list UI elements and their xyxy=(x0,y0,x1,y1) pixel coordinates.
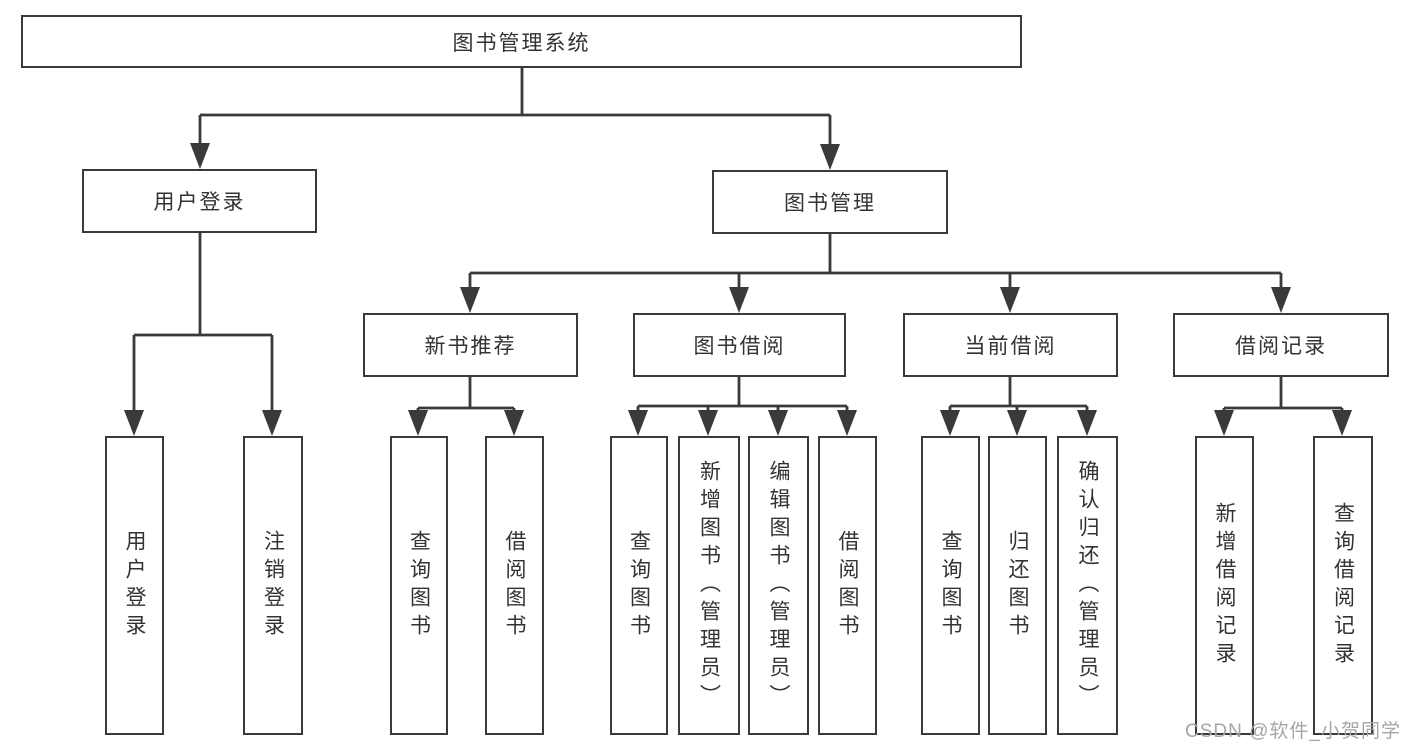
leaf-borrow-books-recommend: 借阅图书 xyxy=(485,436,544,735)
node-label: 查询借阅记录 xyxy=(1331,501,1355,670)
node-label: 图书管理 xyxy=(784,192,876,215)
node-label: 当前借阅 xyxy=(964,335,1057,358)
node-label: 注销登录 xyxy=(261,529,285,642)
node-user-login: 用户登录 xyxy=(82,169,317,233)
node-label: 图书借阅 xyxy=(693,335,786,358)
leaf-add-books-admin: 新增图书（管理员） xyxy=(678,436,740,735)
node-label: 借阅图书 xyxy=(503,529,526,642)
node-label: 确认归还（管理员） xyxy=(1076,459,1099,712)
leaf-confirm-return-admin: 确认归还（管理员） xyxy=(1057,436,1118,735)
node-label: 查询图书 xyxy=(627,529,651,642)
node-label: 查询图书 xyxy=(407,529,431,642)
node-label: 归还图书 xyxy=(1006,529,1029,642)
leaf-query-books-current: 查询图书 xyxy=(921,436,980,735)
node-book-management: 图书管理 xyxy=(712,170,948,234)
node-label: 用户登录 xyxy=(153,191,246,214)
node-label: 借阅图书 xyxy=(836,529,859,642)
leaf-edit-books-admin: 编辑图书（管理员） xyxy=(748,436,809,735)
node-label: 新增图书（管理员） xyxy=(697,459,721,712)
node-label: 新增借阅记录 xyxy=(1213,501,1236,670)
node-label: 新书推荐 xyxy=(424,335,517,358)
node-borrowing-records: 借阅记录 xyxy=(1173,313,1389,377)
csdn-watermark: CSDN @软件_小贺同学 xyxy=(1185,721,1401,742)
node-label: 借阅记录 xyxy=(1235,335,1327,358)
node-new-book-recommend: 新书推荐 xyxy=(363,313,578,377)
node-label: 查询图书 xyxy=(939,529,962,642)
leaf-query-books-recommend: 查询图书 xyxy=(390,436,448,735)
leaf-borrow-books: 借阅图书 xyxy=(818,436,877,735)
node-label: 用户登录 xyxy=(123,529,146,642)
leaf-query-borrow-record: 查询借阅记录 xyxy=(1313,436,1373,735)
node-library-management-system: 图书管理系统 xyxy=(21,15,1022,68)
node-label: 图书管理系统 xyxy=(452,31,591,55)
leaf-user-login: 用户登录 xyxy=(105,436,164,735)
node-current-borrowing: 当前借阅 xyxy=(903,313,1118,377)
node-book-borrowing: 图书借阅 xyxy=(633,313,846,377)
leaf-return-books: 归还图书 xyxy=(988,436,1047,735)
leaf-query-books-borrowing: 查询图书 xyxy=(610,436,668,735)
node-label: 编辑图书（管理员） xyxy=(767,459,790,712)
leaf-add-borrow-record: 新增借阅记录 xyxy=(1195,436,1254,735)
leaf-logout: 注销登录 xyxy=(243,436,303,735)
